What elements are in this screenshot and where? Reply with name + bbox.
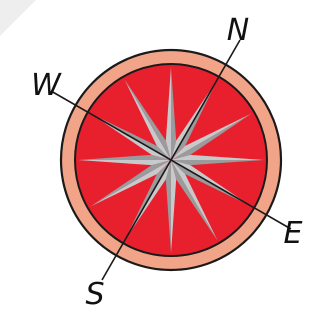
- south-label: S: [85, 277, 104, 312]
- north-label: N: [227, 13, 249, 48]
- corner-shade: [0, 0, 36, 36]
- east-label: E: [284, 216, 303, 251]
- west-label: W: [31, 68, 62, 103]
